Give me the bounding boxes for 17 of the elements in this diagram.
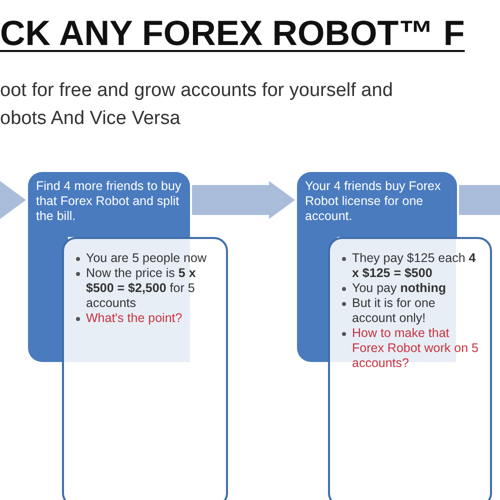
detail-card bbox=[328, 237, 492, 500]
step-card bbox=[297, 172, 457, 237]
bullet-text: You pay nothing bbox=[352, 281, 448, 296]
bullet-text: But it is for one account only! bbox=[352, 296, 436, 326]
bullet-text: How to make that Forex Robot work on 5 accounts? bbox=[352, 326, 480, 371]
step-card bbox=[28, 172, 190, 237]
step-text: Your 4 friends buy Forex Robot license for one account. bbox=[305, 179, 442, 224]
detail-card bbox=[62, 237, 228, 500]
bullet-text: What's the point? bbox=[86, 311, 184, 326]
subtitle-text: obots And Vice Versa bbox=[0, 108, 180, 130]
title: CK ANY FOREX ROBOT™ F bbox=[0, 14, 465, 54]
bullet-text: Now the price is 5 x $500 = $2,500 for 5 accounts bbox=[86, 266, 197, 311]
bullet-text: You are 5 people now bbox=[86, 251, 208, 266]
subtitle-text: oot for free and grow accounts for yourself and bbox=[0, 80, 393, 102]
block-arrow bbox=[0, 181, 26, 219]
block-arrow bbox=[192, 181, 295, 219]
step-text: Find 4 more friends to buy that Forex Robot and split the bill. bbox=[36, 179, 182, 224]
